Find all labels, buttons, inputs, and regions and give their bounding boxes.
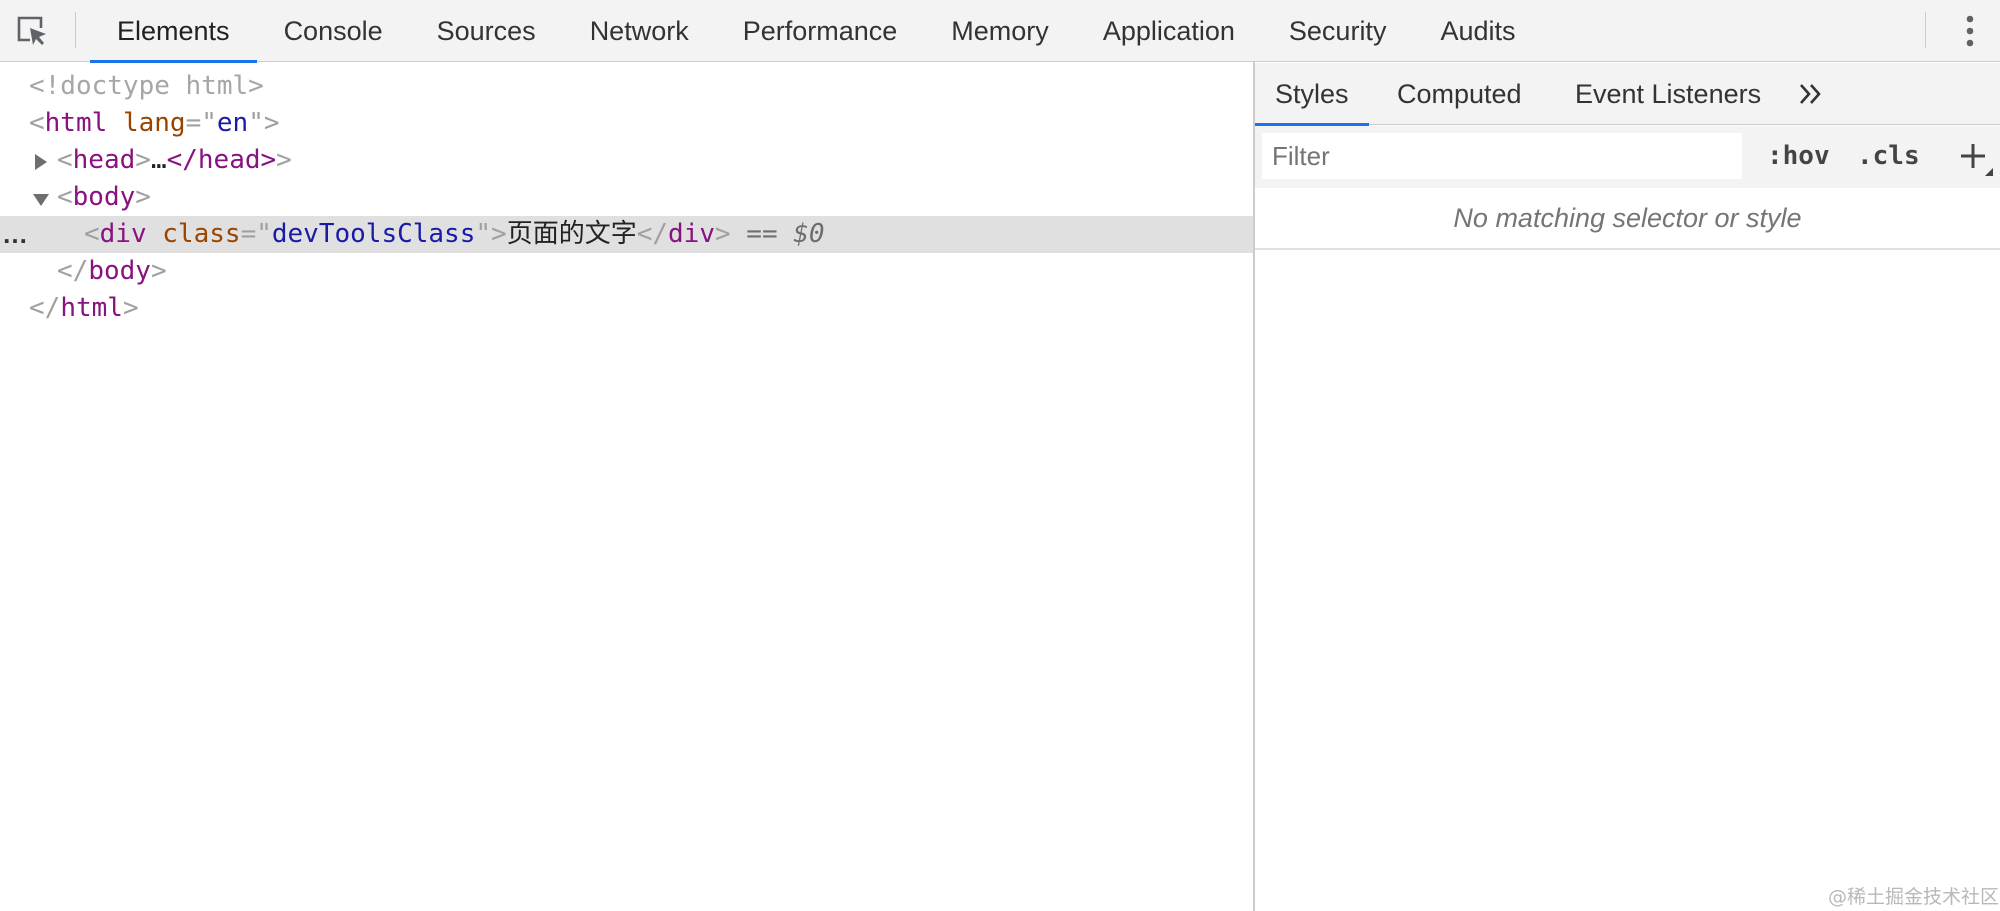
body-open-tag: <body> — [57, 179, 151, 216]
dom-node-body-close[interactable]: </body> — [0, 253, 1253, 290]
node-actions-ellipsis-icon[interactable]: … — [2, 219, 29, 249]
collapsed-triangle-icon[interactable] — [35, 154, 47, 170]
cls-button[interactable]: .cls — [1857, 141, 1920, 171]
tag-bracket: < — [29, 108, 45, 138]
tab-elements[interactable]: Elements — [90, 0, 257, 63]
plus-icon[interactable] — [1955, 138, 1995, 178]
tag-bracket: </ — [57, 256, 89, 286]
head-tag: <head>…</head>> — [57, 142, 292, 179]
styles-toolbar: :hov .cls — [1255, 126, 2000, 188]
tag-bracket: > — [276, 145, 292, 175]
console-reference: $0 — [793, 219, 825, 249]
dom-node-html[interactable]: <html lang="en"> — [0, 105, 1253, 142]
tab-audits[interactable]: Audits — [1440, 15, 1516, 46]
tag-name: div — [668, 219, 715, 249]
tag-bracket: </ — [636, 219, 669, 249]
attr-equals: =" — [185, 108, 217, 138]
toolbar-separator — [75, 12, 76, 48]
main-toolbar: Elements Console Sources Network Perform… — [0, 0, 2000, 63]
styles-filter-input[interactable] — [1262, 133, 1742, 179]
html-close-tag: </html> — [29, 290, 139, 327]
tag-name: body — [72, 182, 136, 212]
toolbar-separator — [1925, 12, 1926, 48]
dom-node-head[interactable]: <head>…</head>> — [0, 142, 1253, 179]
tag-bracket: < — [57, 145, 73, 175]
styles-sidebar: Styles Computed Event Listeners :hov .cl… — [1255, 63, 2000, 911]
attr-value: en — [216, 108, 249, 138]
tag-bracket: </ — [29, 293, 61, 323]
tag-bracket: > — [150, 256, 167, 286]
tag-bracket: < — [84, 219, 100, 249]
tag-bracket: < — [57, 182, 73, 212]
dom-node-doctype[interactable]: <!doctype html> — [0, 68, 1253, 105]
panel-tabs: Elements Console Sources Network Perform… — [90, 0, 1543, 63]
watermark-text: @稀土掘金技术社区 — [1828, 886, 2000, 908]
collapsed-content-ellipsis[interactable]: … — [150, 145, 167, 175]
dom-tree: <!doctype html> <html lang="en"> <head>…… — [0, 63, 1253, 911]
tag-bracket: > — [135, 182, 151, 212]
dom-node-html-close[interactable]: </html> — [0, 290, 1253, 327]
tab-console[interactable]: Console — [283, 15, 383, 46]
tag-bracket: > — [122, 293, 139, 323]
tab-styles[interactable]: Styles — [1255, 63, 1369, 126]
tag-name: body — [88, 256, 151, 286]
tag-name: div — [99, 219, 147, 249]
tag-bracket: > — [135, 145, 151, 175]
sidebar-tabs: Styles Computed Event Listeners — [1255, 63, 2000, 126]
tag-name: html — [60, 293, 123, 323]
tag-name: html — [44, 108, 108, 138]
tag-bracket: "> — [475, 219, 507, 249]
tab-computed[interactable]: Computed — [1397, 78, 1522, 109]
html-open-tag: <html lang="en"> — [29, 105, 280, 142]
attr-name: lang — [122, 108, 186, 138]
tab-event-listeners[interactable]: Event Listeners — [1575, 78, 1762, 109]
tag-name: head — [72, 145, 136, 175]
attr-equals: =" — [240, 219, 272, 249]
dom-node-div-selected[interactable]: … <div class="devToolsClass">页面的文字</div>… — [0, 216, 1253, 253]
empty-styles-message: No matching selector or style — [1255, 188, 2000, 250]
tab-network[interactable]: Network — [589, 15, 689, 46]
text-node: 页面的文字 — [506, 219, 637, 249]
double-chevron-right-icon[interactable] — [1795, 79, 1827, 109]
attr-name: class — [162, 219, 241, 249]
tab-application[interactable]: Application — [1102, 15, 1235, 46]
dom-node-body[interactable]: <body> — [0, 179, 1253, 216]
div-element: <div class="devToolsClass">页面的文字</div> =… — [84, 216, 825, 253]
element-picker-icon[interactable] — [14, 13, 50, 49]
closing-tag: </head> — [166, 145, 277, 175]
tab-performance[interactable]: Performance — [742, 15, 898, 46]
pane-splitter[interactable] — [1253, 62, 1255, 911]
body-close-tag: </body> — [57, 253, 167, 290]
hov-button[interactable]: :hov — [1767, 141, 1830, 171]
tab-security[interactable]: Security — [1288, 15, 1387, 46]
more-vertical-icon[interactable] — [1950, 11, 1990, 51]
tag-bracket: > — [714, 219, 731, 249]
expanded-triangle-icon[interactable] — [33, 194, 49, 206]
tab-sources[interactable]: Sources — [436, 15, 536, 46]
selected-marker: == — [746, 219, 778, 249]
attr-value: devToolsClass — [271, 219, 476, 249]
doctype-text: <!doctype html> — [29, 71, 264, 101]
tab-memory[interactable]: Memory — [951, 15, 1049, 46]
tag-bracket: "> — [248, 108, 280, 138]
